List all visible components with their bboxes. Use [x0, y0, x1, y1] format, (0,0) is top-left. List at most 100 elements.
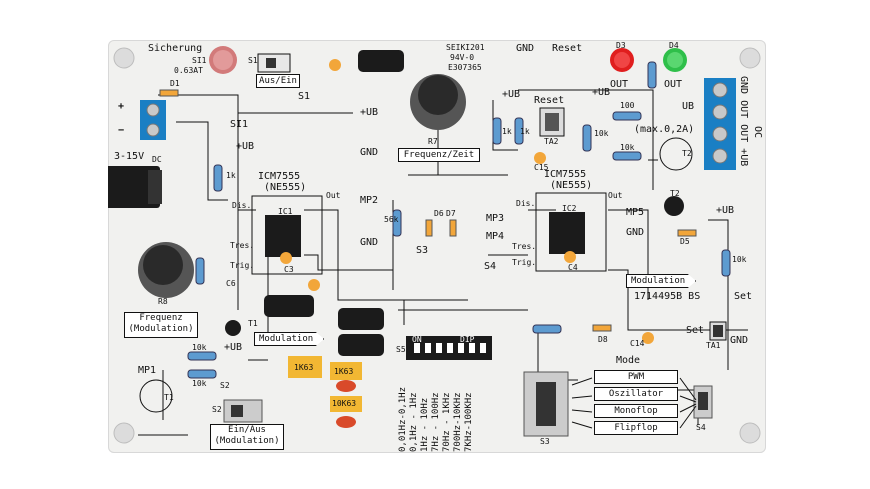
gnd-label-2: GND — [360, 237, 379, 248]
t1-label: T1 — [248, 319, 258, 328]
mode-oszillator: Oszillator — [594, 387, 678, 401]
modulation-arrow-1: Modulation — [254, 332, 325, 346]
ein-aus-modulation-box: Ein/Aus (Modulation) — [210, 424, 284, 450]
minus-sign: − — [118, 125, 125, 136]
rating-94v-label: 94V-0 — [450, 53, 475, 62]
ein-aus-line2: (Modulation) — [214, 436, 280, 446]
ic1-sub: (NE555) — [264, 182, 307, 193]
r1k-2-label: 1k — [502, 127, 512, 136]
mode-monoflop: Monoflop — [594, 404, 678, 418]
r8-label: R8 — [158, 297, 168, 306]
c3-label: C3 — [284, 265, 294, 274]
r100-label: 100 — [620, 101, 635, 110]
out-ic1-label: Out — [326, 191, 341, 200]
range-item: 7KHz-100KHz — [464, 392, 474, 452]
mp4-label: MP4 — [486, 231, 505, 242]
ic1-label: IC1 — [278, 207, 293, 216]
c6-label: C6 — [226, 279, 236, 288]
si1-label: SI1 — [230, 119, 249, 130]
ta2-label: TA2 — [544, 137, 559, 146]
dip-brand-label: DIP — [460, 335, 475, 344]
s1-label: S1 — [298, 91, 311, 102]
range-item: 1Hz - 10Hz — [420, 397, 430, 452]
tres-1-label: Tres. — [230, 241, 255, 250]
s3-label: S3 — [416, 245, 429, 256]
frequenz-mod-line2: (Modulation) — [128, 324, 194, 334]
frequenz-modulation-box: Frequenz (Modulation) — [124, 312, 198, 338]
ub-label-6: +UB — [716, 205, 735, 216]
ic2-sub: (NE555) — [550, 180, 593, 191]
t2b-label: T2 — [670, 189, 680, 198]
range-item: 7Hz - 100Hz — [431, 392, 441, 452]
c15-label: C15 — [534, 163, 549, 172]
ub-label-1: +UB — [360, 107, 379, 118]
s4-switch-label: S4 — [696, 423, 706, 432]
ic1-name: ICM7555 — [258, 171, 301, 182]
t1-symbol-text: T1 — [164, 393, 174, 402]
pcb-components-drawing — [108, 46, 761, 444]
modulation-arrow-2: Modulation — [626, 274, 697, 288]
s5-label: S5 — [396, 345, 406, 354]
trig-2-label: Trig. — [512, 258, 537, 267]
mode-pwm: PWM — [594, 370, 678, 384]
reset-btn-label[interactable]: Reset — [534, 95, 565, 106]
trig-1-label: Trig. — [230, 261, 255, 270]
gnd-label-4: GND — [730, 335, 749, 346]
s4-label: S4 — [484, 261, 497, 272]
si1-rating-label: 0.63AT — [174, 66, 203, 75]
d4-label: D4 — [669, 41, 679, 50]
frequenz-zeit-box: Frequenz/Zeit — [398, 148, 480, 162]
ic2-name: ICM7555 — [544, 169, 587, 180]
s2-label-top: S2 — [220, 381, 230, 390]
seiki-label: SEIKI201 — [446, 43, 485, 52]
board-number: 1714495B BS — [634, 291, 701, 302]
tres-2-label: Tres. — [512, 242, 537, 251]
r10k-1-label: 10k — [192, 343, 207, 352]
sicherung-label: Sicherung — [148, 43, 203, 54]
cap-10k63: 10K63 — [332, 399, 357, 408]
r10k-4-label: 10k — [732, 255, 747, 264]
mode-flipflop: Flipflop — [594, 421, 678, 435]
ub-label-5: +UB — [592, 87, 611, 98]
d3-label: D3 — [616, 41, 626, 50]
ub-label-3: +UB — [224, 342, 243, 353]
mp2-label: MP2 — [360, 195, 379, 206]
r7-label: R7 — [428, 137, 438, 146]
e-number-label: E307365 — [448, 63, 482, 72]
s2-label: S2 — [212, 405, 222, 414]
set-label-2[interactable]: Set — [686, 325, 705, 336]
range-item: 700Hz-10KHz — [453, 392, 463, 452]
range-item: 0,01Hz-0,1Hz — [398, 386, 408, 452]
frequenz-mod-line1: Frequenz — [139, 313, 183, 323]
range-item: 0,1Hz - 1Hz — [409, 392, 419, 452]
r1k-1-label: 1k — [226, 171, 236, 180]
out-label-1: OUT — [610, 79, 629, 90]
cap-1k63-b: 1K63 — [334, 367, 354, 376]
terminal-right-label: GND OUT OUT +UB — [738, 76, 749, 167]
r1k-3-label: 1k — [520, 127, 530, 136]
reset-top-label: Reset — [552, 43, 583, 54]
s3-switch-label: S3 — [540, 437, 550, 446]
ein-aus-line1: Ein/Aus — [228, 425, 266, 435]
out-label-2: OUT — [664, 79, 683, 90]
d1-label: D1 — [170, 79, 180, 88]
gnd-top-label: GND — [516, 43, 535, 54]
r10k-2-label: 10k — [192, 379, 207, 388]
mp3-label: MP3 — [486, 213, 505, 224]
r1k-4-label: 10k — [620, 143, 635, 152]
dip-on-label: ON — [412, 335, 422, 344]
plus-sign: + — [118, 101, 125, 112]
aus-ein-box: Aus/Ein — [256, 74, 300, 88]
c4-label: C4 — [568, 263, 578, 272]
ub-label-4: +UB — [502, 89, 521, 100]
r10k-3-label: 10k — [594, 129, 609, 138]
max-current-label: (max.0,2A) — [634, 124, 695, 135]
d8-label: D8 — [598, 335, 608, 344]
pcb-board: Sicherung SI1 0.63AT S1 Aus/Ein S1 SI1 D… — [108, 40, 766, 453]
dis-1-label: Dis. — [232, 201, 252, 210]
gnd-label-3: GND — [626, 227, 645, 238]
s1-small-label: S1 — [248, 56, 258, 65]
ranges-list: 0,01Hz-0,1Hz 0,1Hz - 1Hz 1Hz - 10Hz 7Hz … — [398, 366, 492, 452]
si1-top-label: SI1 — [192, 56, 207, 65]
dc-range-label: 3-15V — [114, 151, 145, 162]
